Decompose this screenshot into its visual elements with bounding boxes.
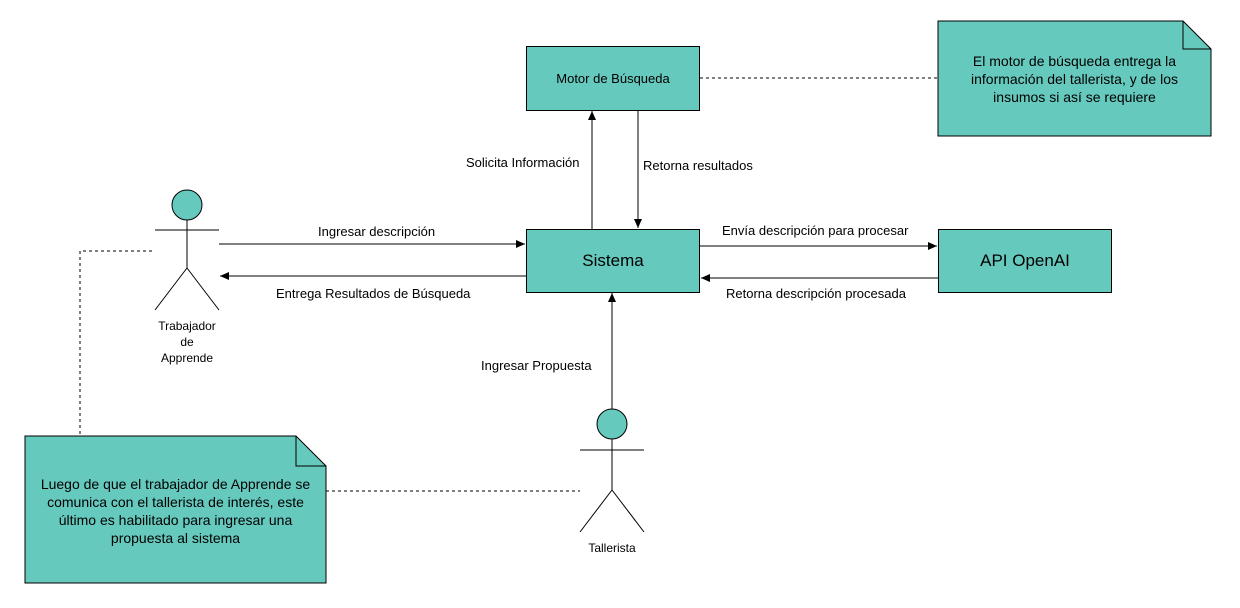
label-envia-descripcion: Envía descripción para procesar bbox=[722, 223, 909, 238]
trabajador-note-line4: propuesta al sistema bbox=[110, 530, 241, 546]
label-retorna-descripcion: Retorna descripción procesada bbox=[726, 286, 906, 301]
motor-note-line3: insumos si así se requiere bbox=[993, 89, 1156, 105]
trabajador-note-line2: comunica con el tallerista de interés, e… bbox=[47, 494, 304, 510]
label-ingresar-descripcion: Ingresar descripción bbox=[318, 224, 436, 239]
actor-trabajador-line3: Apprende bbox=[160, 351, 214, 365]
actor-trabajador-line2: de bbox=[180, 335, 194, 349]
actor-trabajador-label: Trabajador de Apprende bbox=[137, 318, 237, 366]
label-retorna-resultados: Retorna resultados bbox=[643, 158, 753, 173]
trabajador-note-connector bbox=[79, 250, 152, 436]
trabajador-note-text: Luego de que el trabajador de Apprende s… bbox=[25, 475, 326, 547]
actor-tallerista-figure bbox=[579, 408, 645, 533]
motor-note-line1: El motor de búsqueda entrega la bbox=[972, 53, 1177, 69]
trabajador-note-line1: Luego de que el trabajador de Apprende s… bbox=[40, 476, 311, 492]
node-api-openai[interactable]: API OpenAI bbox=[938, 229, 1112, 293]
node-motor-de-busqueda[interactable]: Motor de Búsqueda bbox=[526, 46, 700, 111]
trabajador-note-shape bbox=[24, 435, 327, 584]
actor-tallerista-label: Tallerista bbox=[588, 541, 636, 555]
motor-note-line2: información del tallerista, y de los bbox=[971, 71, 1178, 87]
node-api-label: API OpenAI bbox=[980, 251, 1070, 270]
label-entrega-resultados: Entrega Resultados de Búsqueda bbox=[276, 286, 471, 301]
label-ingresar-propuesta: Ingresar Propuesta bbox=[481, 358, 592, 373]
node-motor-label: Motor de Búsqueda bbox=[556, 71, 670, 86]
trabajador-note-line3: último es habilitado para ingresar una bbox=[58, 512, 293, 528]
motor-note-text: El motor de búsqueda entrega la informac… bbox=[938, 52, 1211, 106]
motor-note-shape bbox=[937, 20, 1212, 137]
actor-trabajador-line1: Trabajador bbox=[158, 319, 216, 333]
actor-trabajador-figure bbox=[154, 189, 220, 311]
node-sistema[interactable]: Sistema bbox=[526, 229, 700, 293]
label-solicita-informacion: Solicita Información bbox=[466, 155, 580, 170]
node-sistema-label: Sistema bbox=[582, 251, 644, 270]
